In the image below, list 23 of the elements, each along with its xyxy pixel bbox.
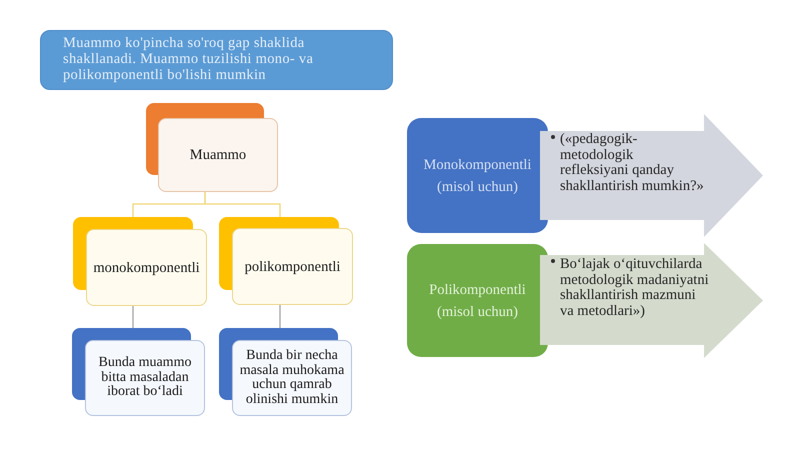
topic-box — [407, 244, 548, 357]
node-text: Monokomponentli (misol uchun) — [422, 156, 532, 196]
header-box — [40, 30, 393, 90]
topic-box — [407, 118, 548, 233]
node-text: Bunda bir necha masala muhokama uchun qamrab olinishi mumkin — [238, 349, 346, 407]
node-text: monokomponentli — [93, 260, 200, 276]
node-text: Polikomponentli (misol uchun) — [428, 280, 527, 322]
stacked-card — [219, 217, 353, 305]
stacked-card — [72, 328, 205, 416]
node-text: Bunda muammo bitta masaladan iborat bo‘ladi — [98, 356, 192, 400]
node-text: («pedagogik-metodologik refleksiyani qanday shakllantirish mumkin?» — [560, 132, 705, 194]
node-text: Muammo — [190, 147, 246, 163]
stacked-card — [219, 328, 352, 416]
node-text: polikomponentli — [244, 258, 340, 274]
stacked-card — [146, 103, 278, 192]
stacked-card — [73, 217, 207, 306]
node-text: Bo‘lajak o‘qituvchilarda metodologik madaniyatni shakllantirish mazmuni va metodlari») — [560, 257, 710, 319]
connector-line — [204, 192, 281, 217]
arrow-banner — [540, 114, 763, 237]
connector-line — [279, 305, 281, 328]
arrow-banner — [540, 243, 763, 358]
node-text: Muammo ko'pincha so'roq gap shaklida shakllanadi. Muammo tuzilishi mono- va polikomponentli bo'lishi mumkin — [63, 35, 314, 83]
connector-line — [132, 306, 134, 328]
